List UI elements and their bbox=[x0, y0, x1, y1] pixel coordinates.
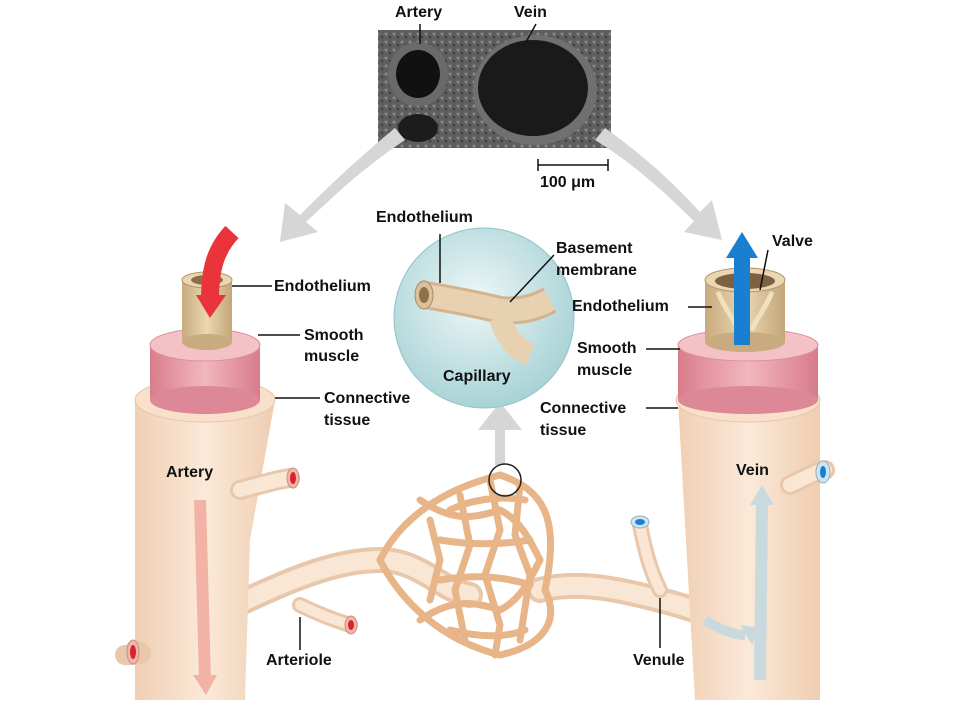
artery-connective-label-1: Connective bbox=[324, 390, 411, 407]
micrograph-vein-label: Vein bbox=[514, 4, 547, 21]
artery-smooth-muscle-label-1: Smooth bbox=[304, 327, 364, 344]
capillary-branch bbox=[489, 314, 536, 365]
small-vessel-sem bbox=[398, 114, 438, 142]
micrograph bbox=[378, 23, 611, 171]
artery-smooth-muscle-label-2: muscle bbox=[304, 348, 360, 365]
artery-flow-path bbox=[194, 499, 211, 681]
capillary-label: Capillary bbox=[443, 368, 511, 385]
artery-label: Artery bbox=[166, 464, 214, 481]
capillary-inset bbox=[393, 227, 575, 409]
grey-arrow-to-artery bbox=[280, 128, 405, 242]
capillary-bed bbox=[376, 471, 555, 659]
arteriole-label: Arteriole bbox=[266, 652, 332, 669]
vein-sem-leader bbox=[525, 23, 537, 43]
venule-label: Venule bbox=[633, 652, 685, 669]
vein-body bbox=[678, 400, 820, 700]
vein-connective-label-1: Connective bbox=[540, 400, 627, 417]
grey-arrow-to-vein bbox=[595, 128, 722, 240]
vein-label: Vein bbox=[736, 462, 769, 479]
vein-endothelium-label: Endothelium bbox=[572, 298, 669, 315]
capillary-zoom-circle bbox=[488, 463, 522, 497]
artery-lumen-sem bbox=[396, 50, 440, 98]
micrograph-artery-label: Artery bbox=[395, 4, 443, 21]
vein-connective-label-2: tissue bbox=[540, 422, 587, 439]
artery-red-arrow bbox=[201, 225, 239, 301]
vein-valve-right bbox=[749, 291, 775, 331]
vein-cross-section bbox=[646, 232, 835, 700]
vein-smooth-muscle-label-2: muscle bbox=[577, 362, 633, 379]
vein-smooth-muscle-label-1: Smooth bbox=[577, 340, 637, 357]
scale-bar-label: 100 μm bbox=[540, 174, 596, 191]
grey-arrows bbox=[280, 128, 722, 465]
basement-membrane-label-2: membrane bbox=[556, 262, 637, 279]
grey-arrow-to-capillary bbox=[478, 402, 522, 465]
scale-bar bbox=[537, 159, 609, 171]
valve-label: Valve bbox=[772, 233, 813, 250]
artery-endothelium-label: Endothelium bbox=[274, 278, 371, 295]
artery-cross-section bbox=[115, 225, 320, 700]
basement-membrane-label-1: Basement bbox=[556, 240, 633, 257]
capillary-endothelium-label: Endothelium bbox=[376, 209, 473, 226]
artery-connective-label-2: tissue bbox=[324, 412, 371, 429]
vessel-network bbox=[212, 463, 758, 659]
vein-flow-path bbox=[754, 499, 768, 681]
vein-lumen-sem bbox=[478, 40, 588, 136]
